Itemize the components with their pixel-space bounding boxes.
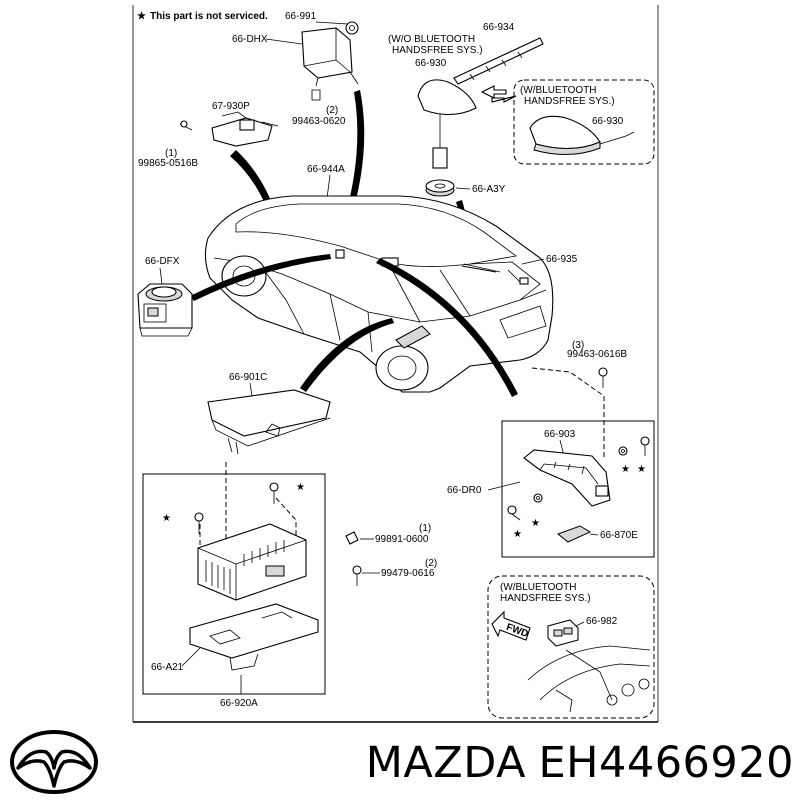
label-66-903: 66-903 [544, 429, 576, 440]
callout-box-w-bt-dash [487, 575, 655, 719]
screw-99891-0600 [345, 531, 359, 545]
svg-text:★: ★ [531, 518, 540, 529]
screw-99463-0616b [598, 367, 608, 388]
brand-strip: MAZDA EH4466920 [0, 724, 800, 800]
leader-curve-66-dhx [344, 90, 365, 222]
label-qty-3: (3) [572, 340, 584, 351]
module-assembly-box [501, 420, 655, 558]
label-qty-2a: (2) [326, 105, 338, 116]
label-66-a21: 66-A21 [151, 662, 184, 673]
grommet-66-a3y [425, 179, 455, 197]
label-qty-1a: (1) [165, 148, 177, 159]
swap-arrow-left [491, 95, 517, 103]
guide-dashed-b [275, 497, 297, 540]
label-99463-0620: 99463-0620 [292, 116, 346, 127]
not-serviced-star: ★ [137, 11, 146, 22]
label-99865-0516b: 99865-0516B [138, 158, 198, 169]
cover-66-901c [207, 389, 331, 455]
callout-w-bt-line1: (W/BLUETOOTH [520, 85, 596, 96]
part-number: EH4466920 [538, 738, 794, 788]
label-99891-0600: 99891-0600 [375, 534, 429, 545]
svg-text:★: ★ [513, 529, 522, 540]
callout-wo-bt-line1: (W/O BLUETOOTH [388, 34, 475, 45]
screw-99479-0616 [352, 565, 362, 586]
label-66-930b: 66-930 [592, 116, 624, 127]
fwd-label: FWD [505, 622, 530, 640]
amplifier-assembly-box [142, 473, 326, 695]
callout-w-bt-line2: HANDSFREE SYS.) [524, 96, 615, 107]
fwd-arrow: FWD [491, 610, 531, 641]
not-serviced-note: This part is not serviced. [150, 11, 268, 22]
dashboard-overhead [527, 645, 651, 713]
vehicle-body [204, 195, 554, 393]
svg-text:★: ★ [637, 464, 646, 475]
brand-name: MAZDA [365, 738, 527, 788]
rear-cable-66-935 [461, 265, 497, 273]
module-66-903 [523, 449, 611, 507]
label-66-944a: 66-944A [307, 164, 345, 175]
label-99479-0616: 99479-0616 [381, 568, 435, 579]
label-66-a3y: 66-A3Y [472, 184, 506, 195]
svg-text:★: ★ [621, 464, 630, 475]
label-67-930p: 67-930P [212, 101, 250, 112]
label-qty-2b: (2) [425, 558, 437, 569]
label-66-dfx: 66-DFX [145, 256, 180, 267]
mounting-bracket-66-a21 [189, 603, 319, 671]
roof-antenna-mast [453, 37, 544, 85]
svg-text:★: ★ [162, 513, 171, 524]
callout-wo-bt-line2: HANDSFREE SYS.) [392, 45, 483, 56]
pad-66-870e [556, 525, 592, 543]
label-66-901c: 66-901C [229, 372, 267, 383]
bolt-star-left: ★ [162, 512, 204, 534]
callout-box-w-bt-antenna [513, 79, 655, 165]
label-66-dr0: 66-DR0 [447, 485, 482, 496]
label-66-934: 66-934 [483, 22, 515, 33]
microphone-66-982 [547, 619, 579, 647]
washer-right: ★ ★ [618, 436, 650, 475]
label-99463-0616b: 99463-0616B [567, 349, 627, 360]
label-66-930a: 66-930 [415, 58, 447, 69]
callout-w-bt2-line2: HANDSFREE SYS.) [500, 593, 591, 604]
washer-left: ★ ★ [507, 493, 543, 540]
bolt-star-top: ★ [269, 482, 305, 504]
roof-antenna-base [417, 79, 477, 169]
guide-dashed-d [531, 367, 605, 460]
label-66-982: 66-982 [586, 616, 618, 627]
amplifier-unit [197, 523, 307, 601]
svg-text:★: ★ [296, 482, 305, 493]
swap-arrow-right [480, 85, 507, 99]
label-66-935: 66-935 [546, 254, 578, 265]
label-66-920a: 66-920A [220, 698, 258, 709]
bracket-67-930p [179, 111, 279, 147]
mazda-logo-icon [10, 730, 98, 794]
leader-curve-66-dfx [190, 254, 331, 301]
label-qty-1b: (1) [419, 523, 431, 534]
callout-w-bt2-line1: (W/BLUETOOTH [500, 582, 576, 593]
label-66-991: 66-991 [285, 11, 317, 22]
leader-curve-66-901c [300, 318, 394, 392]
unit-66-dfx [137, 283, 193, 337]
label-66-dhx: 66-DHX [232, 34, 268, 45]
module-66-dhx [301, 21, 359, 101]
brand-title: MAZDA EH4466920 [366, 738, 794, 788]
shark-fin-antenna-66-930 [529, 115, 635, 156]
label-66-870e: 66-870E [600, 530, 638, 541]
